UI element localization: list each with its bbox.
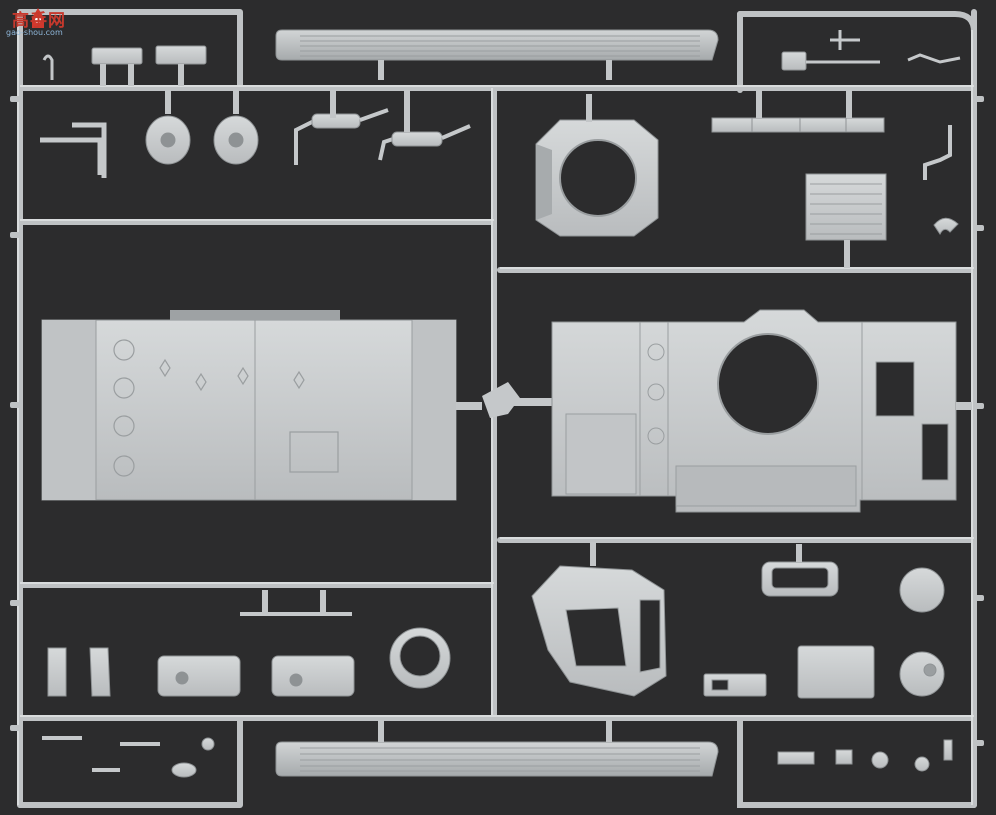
- frame-tabs: [10, 96, 984, 746]
- fender-part-bottom: [275, 720, 719, 777]
- turret-ring-part: [535, 94, 659, 237]
- driver-hood-part: [531, 542, 667, 697]
- center-gate: [482, 382, 558, 418]
- watermark-url: gao-shou.com: [6, 28, 63, 37]
- small-parts-top-left: [40, 45, 471, 178]
- hull-bottom-part: [41, 310, 482, 501]
- watermark: 高手网 gao-shou.com: [6, 4, 76, 44]
- small-parts-top-right: [711, 30, 961, 268]
- watermark-title: 高手网: [12, 11, 66, 31]
- rocket-icon: [32, 8, 44, 28]
- hull-top-part: [551, 309, 972, 513]
- sprue-frame: [17, 9, 977, 808]
- small-parts-bottom-right: [703, 544, 953, 772]
- fender-part-top: [275, 29, 719, 80]
- small-parts-bottom-left: [42, 590, 451, 778]
- watermark-logo: [32, 8, 44, 28]
